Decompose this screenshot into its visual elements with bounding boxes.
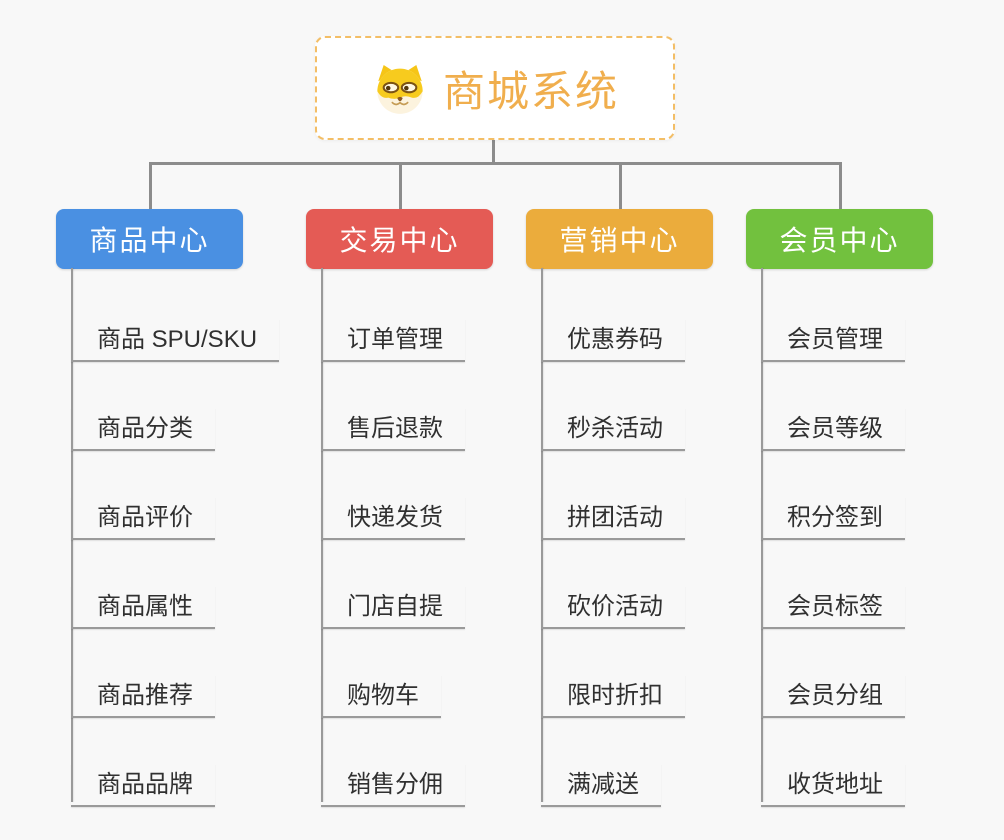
leaf-item[interactable]: 订单管理 bbox=[321, 319, 465, 362]
leaf-item[interactable]: 积分签到 bbox=[761, 497, 905, 540]
branch-node-product-center[interactable]: 商品中心 bbox=[56, 209, 243, 269]
connector-drop bbox=[149, 162, 152, 210]
leaf-item[interactable]: 秒杀活动 bbox=[541, 408, 685, 451]
leaf-item[interactable]: 会员标签 bbox=[761, 586, 905, 629]
connector-drop bbox=[619, 162, 622, 210]
connector-spine bbox=[321, 268, 323, 802]
leaf-item[interactable]: 会员等级 bbox=[761, 408, 905, 451]
connector-spine bbox=[71, 268, 73, 802]
branch-node-member-center[interactable]: 会员中心 bbox=[746, 209, 933, 269]
connector-spine bbox=[761, 268, 763, 802]
root-node[interactable]: 商城系统 bbox=[315, 36, 675, 140]
leaf-item[interactable]: 商品分类 bbox=[71, 408, 215, 451]
connector-horizontal-bar bbox=[149, 162, 840, 165]
leaf-item[interactable]: 收货地址 bbox=[761, 764, 905, 807]
dog-face-icon bbox=[371, 62, 429, 115]
leaf-item[interactable]: 商品 SPU/SKU bbox=[71, 319, 280, 362]
connector-spine bbox=[541, 268, 543, 802]
leaf-item[interactable]: 快递发货 bbox=[321, 497, 465, 540]
leaf-item[interactable]: 门店自提 bbox=[321, 586, 465, 629]
leaf-item[interactable]: 商品属性 bbox=[71, 586, 215, 629]
branch-node-trade-center[interactable]: 交易中心 bbox=[306, 209, 493, 269]
leaf-item[interactable]: 售后退款 bbox=[321, 408, 465, 451]
leaf-item[interactable]: 销售分佣 bbox=[321, 764, 465, 807]
branch-node-marketing-center[interactable]: 营销中心 bbox=[526, 209, 713, 269]
leaf-item[interactable]: 拼团活动 bbox=[541, 497, 685, 540]
leaf-item[interactable]: 商品品牌 bbox=[71, 764, 215, 807]
leaf-item[interactable]: 商品推荐 bbox=[71, 675, 215, 718]
leaf-item[interactable]: 商品评价 bbox=[71, 497, 215, 540]
connector-root-stub bbox=[492, 139, 495, 165]
leaf-item[interactable]: 限时折扣 bbox=[541, 675, 685, 718]
leaf-item[interactable]: 会员管理 bbox=[761, 319, 905, 362]
leaf-item[interactable]: 满减送 bbox=[541, 764, 661, 807]
connector-drop bbox=[399, 162, 402, 210]
leaf-item[interactable]: 会员分组 bbox=[761, 675, 905, 718]
leaf-item[interactable]: 购物车 bbox=[321, 675, 441, 718]
leaf-item[interactable]: 优惠券码 bbox=[541, 319, 685, 362]
connector-drop bbox=[839, 162, 842, 210]
leaf-item[interactable]: 砍价活动 bbox=[541, 586, 685, 629]
root-title: 商城系统 bbox=[442, 67, 619, 115]
